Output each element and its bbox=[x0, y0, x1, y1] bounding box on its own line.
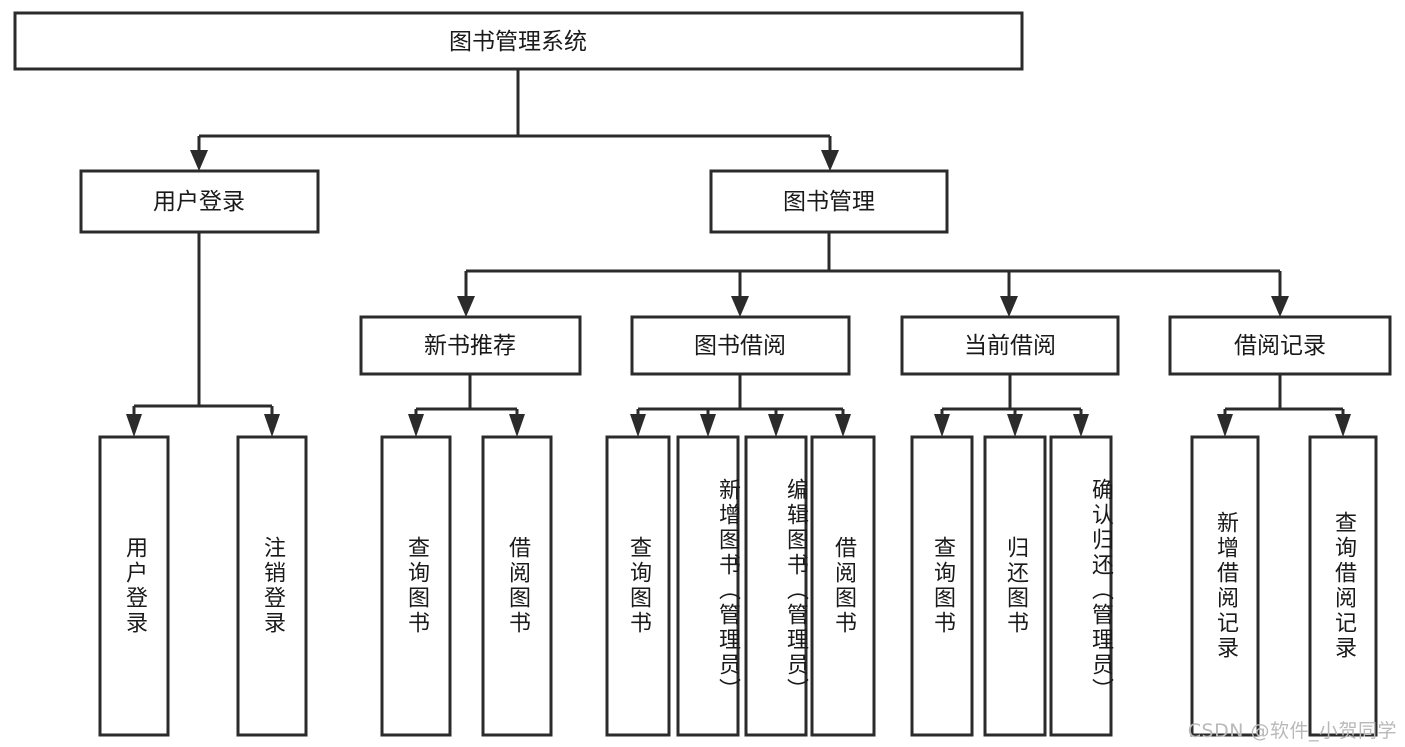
node-new-book-recommend-label: 新书推荐 bbox=[424, 333, 516, 359]
leaf-rect-query-book-3[interactable] bbox=[910, 435, 974, 737]
arrowhead-leaf-query-book-3 bbox=[934, 414, 950, 437]
node-book-management-rect[interactable] bbox=[709, 169, 949, 234]
node-borrow-records-label: 借阅记录 bbox=[1234, 333, 1326, 359]
node-book-management-label: 图书管理 bbox=[783, 189, 875, 215]
node-new-book-recommend-rect[interactable] bbox=[359, 315, 582, 376]
connector-records-to-leaves bbox=[1217, 374, 1351, 437]
leaf-boxes bbox=[98, 435, 1378, 737]
watermark-text: CSDN @软件_小贺同学 bbox=[1187, 720, 1397, 742]
leaf-rect-user-login[interactable] bbox=[98, 435, 170, 737]
arrowhead-book-mgmt bbox=[821, 150, 839, 171]
arrowhead-current bbox=[1000, 296, 1018, 317]
connector-borrow-to-leaves bbox=[630, 374, 851, 437]
arrowhead-leaf-borrow-book-1 bbox=[509, 414, 525, 437]
node-user-login-label: 用户登录 bbox=[153, 189, 245, 215]
leaf-rect-borrow-book-1[interactable] bbox=[481, 435, 553, 737]
leaf-rect-add-book[interactable] bbox=[676, 435, 740, 737]
node-user-login[interactable]: 用户登录 bbox=[79, 169, 320, 234]
leaf-rect-add-record[interactable] bbox=[1190, 435, 1260, 737]
arrowhead-leaf-return-book bbox=[1007, 414, 1023, 437]
node-borrow-records-rect[interactable] bbox=[1168, 315, 1392, 376]
node-new-book-recommend[interactable]: 新书推荐 bbox=[359, 315, 582, 376]
arrowhead-leaf-add-book bbox=[700, 414, 716, 437]
node-book-borrow-label: 图书借阅 bbox=[694, 333, 786, 359]
node-current-borrow-label: 当前借阅 bbox=[964, 333, 1056, 359]
connector-current-to-leaves bbox=[934, 374, 1089, 437]
leaf-rect-logout[interactable] bbox=[236, 435, 308, 737]
connector-root-to-level2 bbox=[190, 69, 839, 171]
arrowhead-records bbox=[1271, 296, 1289, 317]
arrowhead-user-login bbox=[190, 150, 208, 171]
node-book-management[interactable]: 图书管理 bbox=[709, 169, 949, 234]
arrowhead-leaf-add-record bbox=[1217, 414, 1233, 437]
leaf-rect-edit-book[interactable] bbox=[744, 435, 808, 737]
leaf-rect-query-book-2[interactable] bbox=[605, 435, 671, 737]
connector-userlogin-to-leaves bbox=[126, 232, 280, 437]
node-current-borrow[interactable]: 当前借阅 bbox=[900, 315, 1120, 376]
leaf-rect-query-book-1[interactable] bbox=[380, 435, 452, 737]
leaf-rect-confirm-return[interactable] bbox=[1049, 435, 1113, 737]
arrowhead-leaf-confirm-return bbox=[1073, 414, 1089, 437]
connector-bookmgmt-to-level3 bbox=[457, 232, 1289, 317]
node-book-borrow[interactable]: 图书借阅 bbox=[630, 315, 851, 376]
arrowhead-newbook bbox=[457, 296, 475, 317]
arrowhead-leaf-user-login bbox=[126, 414, 142, 437]
arrowhead-leaf-query-record bbox=[1335, 414, 1351, 437]
node-book-borrow-rect[interactable] bbox=[630, 315, 851, 376]
arrowhead-leaf-query-book-2 bbox=[630, 414, 646, 437]
node-root[interactable]: 图书管理系统 bbox=[13, 11, 1024, 71]
node-current-borrow-rect[interactable] bbox=[900, 315, 1120, 376]
leaf-rect-query-record[interactable] bbox=[1308, 435, 1378, 737]
arrowhead-leaf-borrow-book-2 bbox=[835, 414, 851, 437]
arrowhead-borrow bbox=[731, 296, 749, 317]
leaf-rect-borrow-book-2[interactable] bbox=[810, 435, 876, 737]
arrowhead-leaf-edit-book bbox=[768, 414, 784, 437]
node-root-label: 图书管理系统 bbox=[449, 29, 587, 55]
arrowhead-leaf-logout bbox=[264, 414, 280, 437]
node-root-rect[interactable] bbox=[13, 11, 1024, 71]
leaf-rect-return-book[interactable] bbox=[983, 435, 1047, 737]
connector-newbook-to-leaves bbox=[408, 374, 525, 437]
arrowhead-leaf-query-book-1 bbox=[408, 414, 424, 437]
node-borrow-records[interactable]: 借阅记录 bbox=[1168, 315, 1392, 376]
